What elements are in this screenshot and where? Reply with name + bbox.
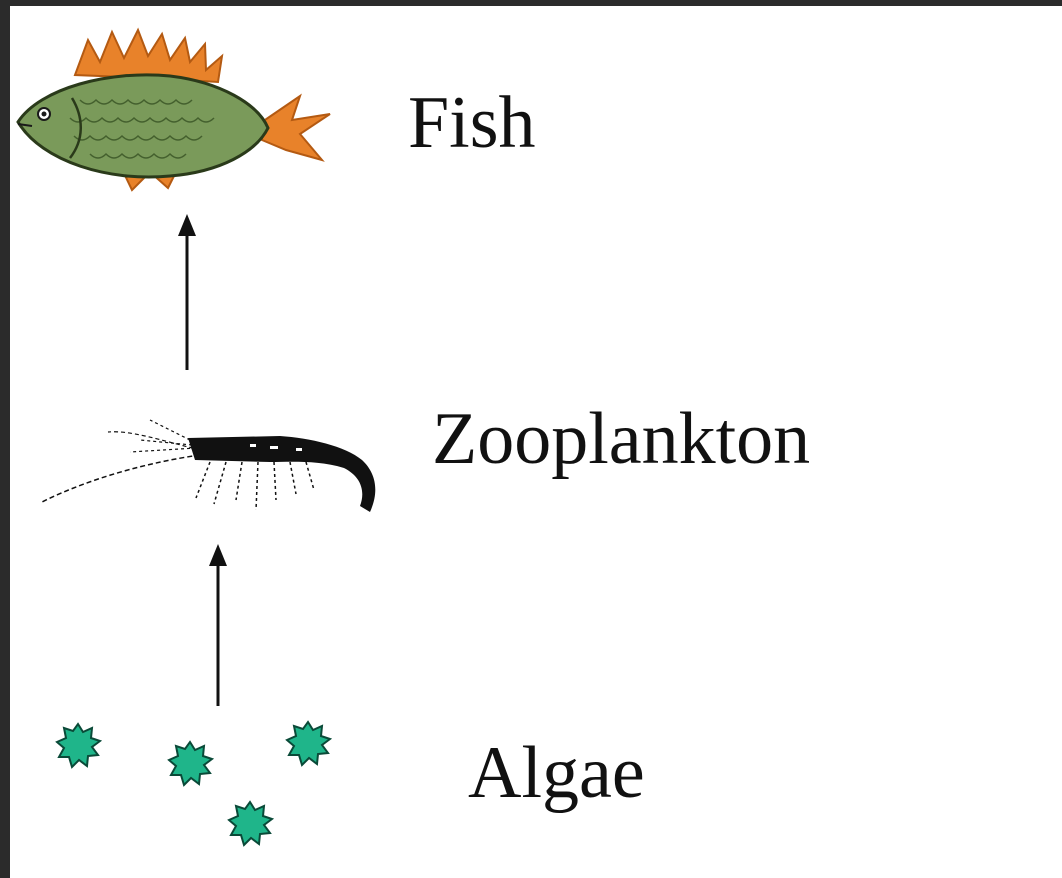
label-fish: Fish bbox=[408, 86, 536, 160]
zooplankton-icon bbox=[42, 420, 375, 512]
arrow-zooplankton-to-fish bbox=[178, 214, 196, 370]
label-zooplankton: Zooplankton bbox=[432, 402, 810, 476]
label-algae: Algae bbox=[468, 736, 645, 810]
diagram-canvas: Fish Zooplankton Algae bbox=[10, 6, 1062, 878]
fish-icon bbox=[18, 30, 330, 190]
algae-icon bbox=[57, 722, 330, 845]
frame-left-edge bbox=[0, 0, 10, 878]
arrow-algae-to-zooplankton bbox=[209, 544, 227, 706]
